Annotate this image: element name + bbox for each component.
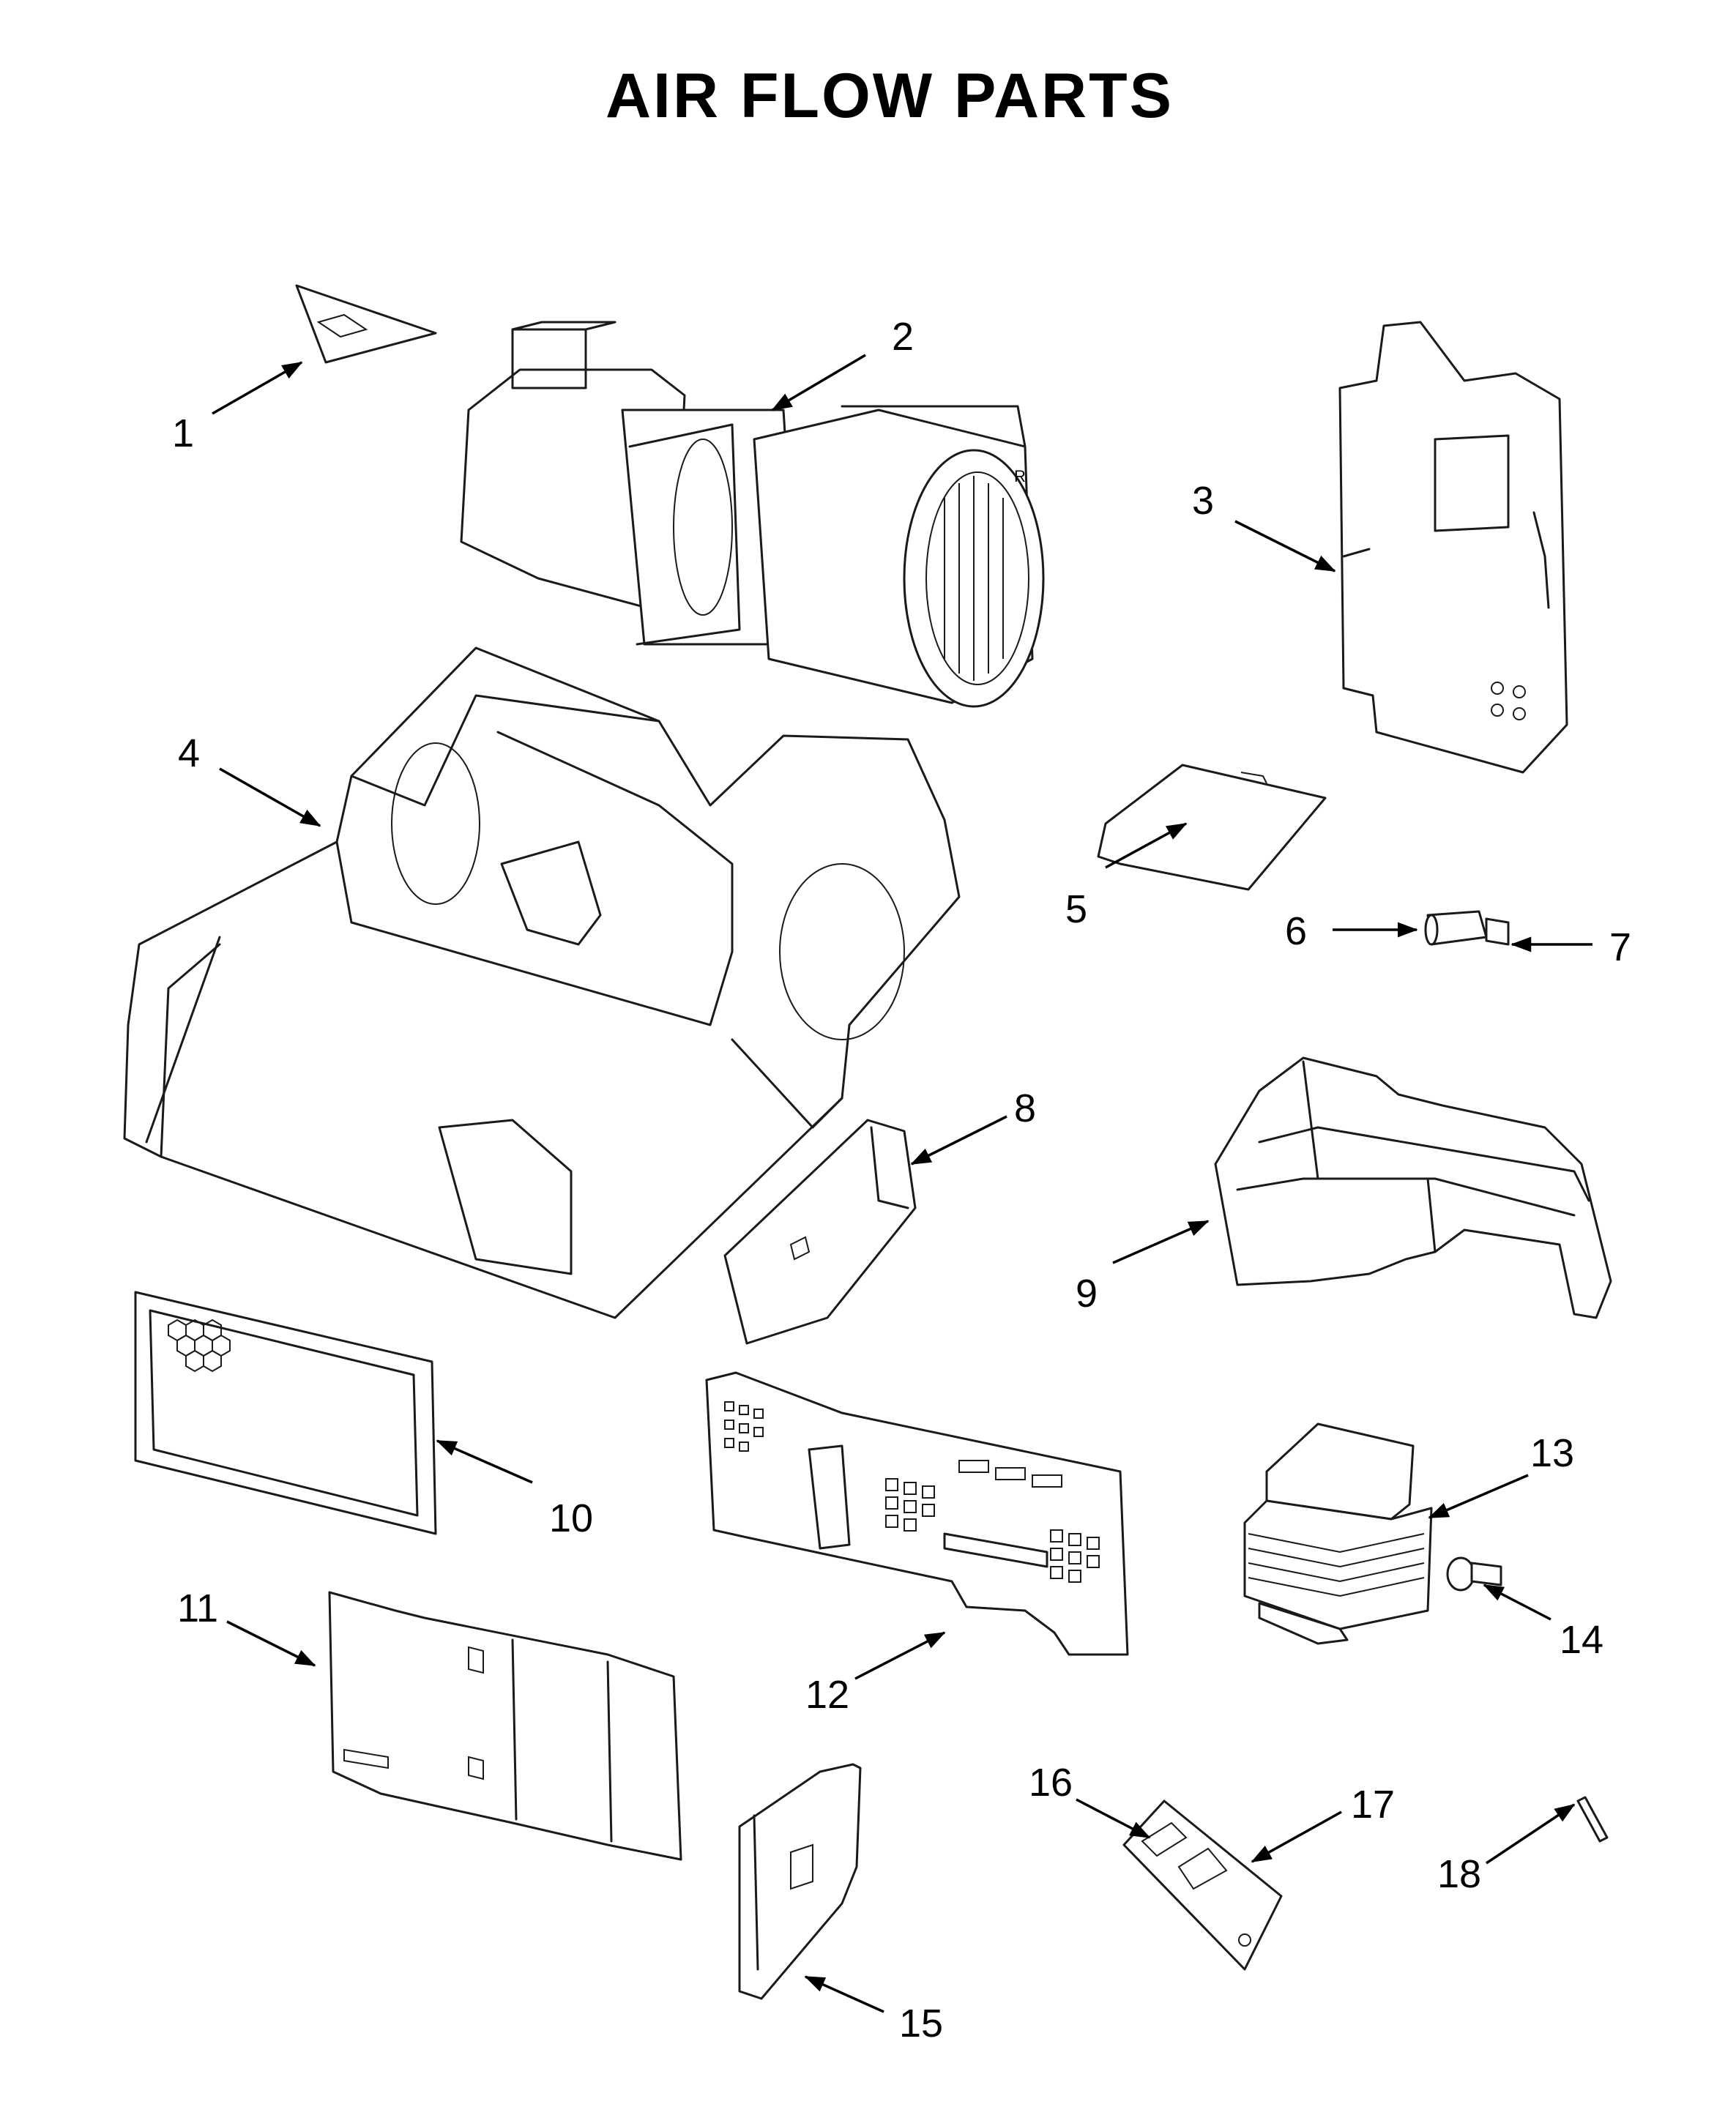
callout-4: 4 xyxy=(178,731,200,775)
svg-text:R: R xyxy=(1014,467,1026,485)
callout-15: 15 xyxy=(899,2002,943,2045)
callout-5: 5 xyxy=(1065,887,1087,931)
callout-16: 16 xyxy=(1029,1761,1073,1805)
callout-18: 18 xyxy=(1437,1852,1481,1896)
part-10-grease-filter xyxy=(134,1291,437,1535)
callout-10: 10 xyxy=(549,1496,593,1540)
callout-3: 3 xyxy=(1192,479,1214,523)
callout-12: 12 xyxy=(805,1673,849,1717)
part-12-vent-plate xyxy=(705,1371,1129,1656)
diagram-title: AIR FLOW PARTS xyxy=(606,61,1174,131)
callout-14: 14 xyxy=(1560,1618,1603,1662)
part-9-duct-cover xyxy=(1214,1056,1612,1319)
callout-17: 17 xyxy=(1351,1783,1395,1827)
part-15-bracket xyxy=(738,1763,862,2000)
part-13-transformer xyxy=(1243,1422,1433,1645)
callout-13: 13 xyxy=(1530,1431,1574,1475)
callout-6: 6 xyxy=(1285,909,1307,953)
callout-labels: 1 2 3 4 5 6 7 8 9 10 11 12 13 14 15 16 1… xyxy=(172,315,1631,2045)
part-8-bracket xyxy=(723,1119,917,1345)
callout-11: 11 xyxy=(177,1586,218,1630)
leader-arrows xyxy=(212,354,1592,2013)
part-16-17-circuit-board xyxy=(1122,1799,1283,1971)
callout-8: 8 xyxy=(1014,1086,1036,1130)
part-4-air-guide xyxy=(123,646,961,1319)
callout-1: 1 xyxy=(172,411,194,455)
part-18-fuse xyxy=(1576,1796,1609,1843)
part-2-blower-motor: R xyxy=(460,321,1045,708)
part-1-label-tag xyxy=(295,284,437,364)
part-11-panel xyxy=(328,1591,682,1861)
callout-7: 7 xyxy=(1609,925,1631,969)
part-3-vent-duct xyxy=(1338,321,1568,774)
callout-9: 9 xyxy=(1076,1272,1098,1316)
part-6-7-lamp-socket xyxy=(1424,910,1510,946)
part-5-plate xyxy=(1097,764,1327,891)
part-14-thermostat xyxy=(1446,1556,1502,1592)
callout-2: 2 xyxy=(892,315,914,359)
